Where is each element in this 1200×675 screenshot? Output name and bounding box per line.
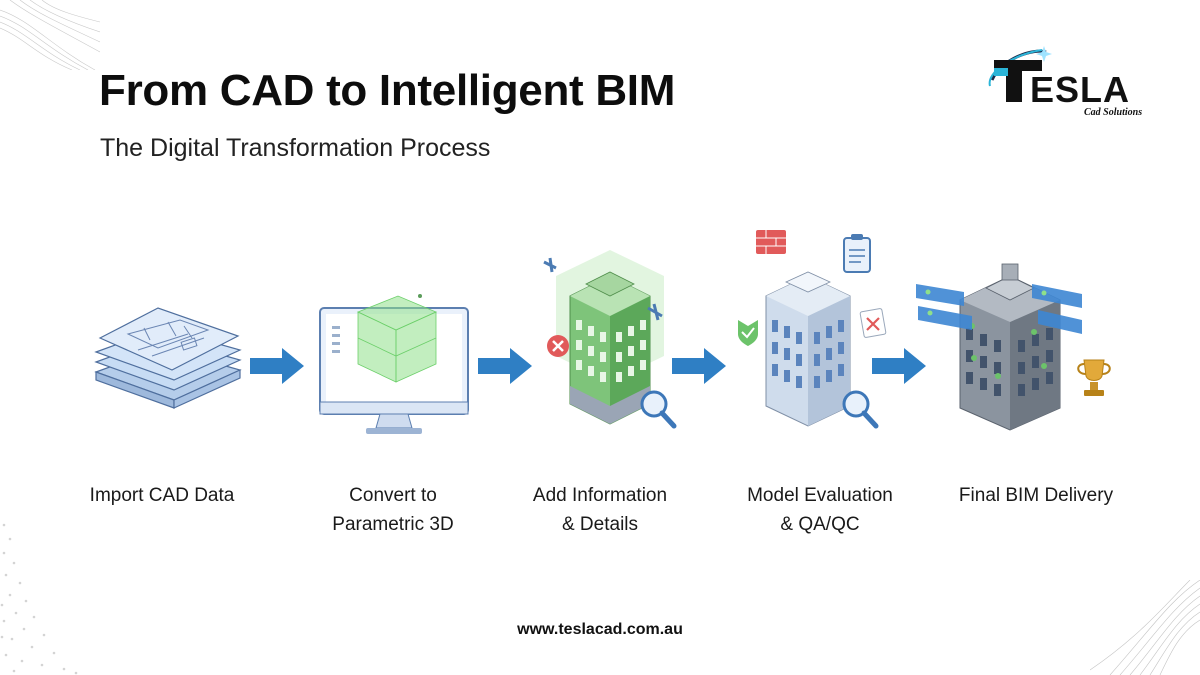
step-label-line2: Parametric 3D (332, 514, 454, 535)
step-label-line2: & QA/QC (780, 514, 860, 535)
arrow-right-icon (250, 348, 304, 384)
arrow-right-icon (672, 348, 726, 384)
step-label-line1: Convert to (349, 485, 437, 506)
step-label-line1: Import CAD Data (89, 485, 235, 506)
tesla-cad-logo: ESLA Cad Solutions (988, 46, 1142, 118)
step-label-line2: & Details (561, 514, 639, 535)
step-label: Model Evaluation & QA/QC (725, 481, 915, 539)
cad-layers-icon (94, 307, 242, 409)
wave-lines-decoration (1090, 580, 1200, 675)
dot-pattern-decoration (0, 523, 78, 675)
delivery-building-icon (916, 263, 1111, 431)
step-label: Add Information & Details (505, 481, 695, 539)
arrow-right-icon (872, 348, 926, 384)
evaluation-building-icon (738, 230, 887, 429)
page-title: From CAD to Intelligent BIM (99, 66, 676, 115)
step-label: Import CAD Data (67, 481, 257, 510)
website-url[interactable]: www.teslacad.com.au (517, 621, 683, 638)
page-subtitle: The Digital Transformation Process (100, 134, 491, 162)
step-label-line1: Model Evaluation (747, 485, 893, 506)
monitor-3d-icon (319, 294, 469, 434)
arrow-right-icon (478, 348, 532, 384)
logo-wordmark: ESLA (1030, 69, 1130, 110)
wave-lines-decoration (0, 0, 100, 70)
step-label: Convert to Parametric 3D (298, 481, 488, 539)
step-label: Final BIM Delivery (941, 481, 1131, 510)
step-label-line1: Final BIM Delivery (958, 485, 1114, 506)
step-label-line1: Add Information (532, 485, 668, 506)
green-building-icon (543, 250, 677, 429)
logo-tagline: Cad Solutions (1084, 107, 1142, 118)
